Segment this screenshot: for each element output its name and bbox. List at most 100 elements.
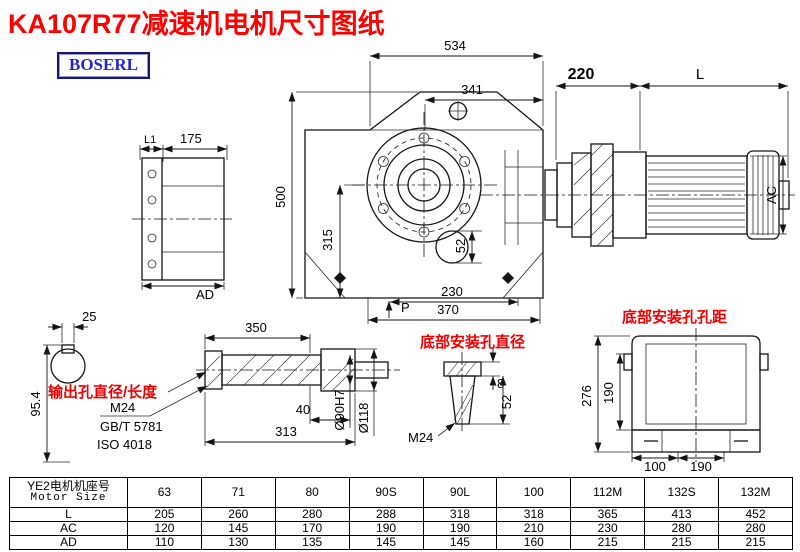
table-cell: 452 (718, 507, 793, 522)
table-cell: 318 (422, 507, 498, 522)
table-cell: 205 (127, 507, 202, 522)
dim-label: 52 (453, 239, 468, 253)
dim-220: 220 (555, 66, 641, 160)
dim-label: 350 (245, 320, 267, 335)
table-cell: 190 (348, 521, 424, 536)
thread-label: M24 (408, 430, 433, 445)
table-cell: 288 (348, 507, 424, 522)
dim-315: 315 (320, 184, 365, 298)
table-cell: 230 (570, 521, 646, 536)
output-bore-label: 输出孔直径/长度 (48, 383, 158, 401)
dim-label: L1 (144, 134, 156, 146)
table-cell: 210 (496, 521, 572, 536)
table-cell: 365 (570, 507, 646, 522)
table-header-row: YE2电机机座号 Motor Size 63 71 80 90S 90L 100… (9, 477, 793, 508)
table-cell: 145 (422, 535, 498, 550)
table-header-cn: YE2电机机座号 (27, 479, 110, 494)
table-cell: 280 (644, 521, 719, 536)
dim-label: 190 (690, 459, 712, 474)
table-cell: 260 (200, 507, 276, 522)
dim-label: 313 (275, 424, 297, 439)
section-mark-icon (502, 272, 514, 284)
table-cell: 215 (644, 535, 719, 550)
table-row-AD: AD 110 130 135 145 145 160 215 215 215 (9, 535, 793, 550)
row-label: AC (9, 521, 128, 536)
rear-view: 底部安装孔孔距 276 190 100 190 (579, 308, 769, 474)
standard-label: GB/T 5781 (100, 419, 163, 434)
fan-cover-slots (752, 155, 774, 235)
motor-cooling-fins (648, 162, 745, 228)
table-cell: 190 (422, 521, 498, 536)
dim-230: 230 (390, 284, 519, 306)
table-cell: 120 (127, 521, 202, 536)
brand-logo: BOSERL (57, 52, 150, 79)
dim-label: 315 (320, 229, 335, 251)
thread-label: M24 (110, 400, 135, 415)
table-size-col: 63 (127, 477, 202, 508)
dim-label: 175 (180, 131, 202, 146)
table-cell: 170 (274, 521, 350, 536)
table-cell: 110 (127, 535, 202, 550)
dim-label: 220 (568, 66, 595, 83)
dim-label: 370 (437, 302, 459, 317)
table-size-col: 90S (348, 477, 424, 508)
dim-label: AD (196, 287, 214, 302)
standard-label: ISO 4018 (97, 437, 152, 452)
page-title: KA107R77减速机电机尺寸图纸 (8, 9, 385, 39)
dim-label: Ø118 (356, 403, 371, 434)
table-cell: 215 (718, 535, 793, 550)
table-size-col: 80 (274, 477, 350, 508)
dim-label: 534 (444, 38, 466, 53)
dim-label: P (401, 300, 410, 315)
table-size-col: 132S (644, 477, 719, 508)
hole-spacing-label: 底部安装孔孔距 (622, 308, 727, 326)
output-shaft-drawing: 350 40 313 Ø90H7 Ø118 输出孔直径/长度 M24 GB/T … (48, 320, 400, 452)
dim-500: 500 (273, 91, 418, 299)
dim-AC: AC (750, 155, 787, 235)
table-cell: 145 (200, 521, 276, 536)
dim-label: 341 (461, 82, 483, 97)
dim-341: 341 (424, 82, 543, 130)
table-cell: 280 (274, 507, 350, 522)
table-cell: 280 (718, 521, 793, 536)
table-header-motor-size: YE2电机机座号 Motor Size (9, 477, 128, 508)
dim-label: L (696, 66, 704, 83)
table-size-col: 71 (200, 477, 276, 508)
table-cell: 130 (200, 535, 276, 550)
bottom-hole-label: 底部安装孔直径 (420, 333, 525, 351)
dim-label: 500 (273, 186, 288, 208)
table-size-col: 90L (422, 477, 498, 508)
row-label: L (9, 507, 128, 522)
table-header-en: Motor Size (30, 492, 107, 505)
dim-534: 534 (369, 38, 544, 126)
dim-52-inner: 52 (453, 230, 482, 264)
table-size-col: 100 (496, 477, 572, 508)
dim-label: 52 (499, 395, 514, 409)
dim-label: 25 (82, 309, 96, 324)
dim-label: 40 (296, 402, 310, 417)
row-label: AD (9, 535, 128, 550)
table-cell: 135 (274, 535, 350, 550)
table-cell: 318 (496, 507, 572, 522)
shaft-bore-section: 25 95.4 (28, 309, 96, 463)
dim-label: Ø90H7 (332, 389, 347, 430)
table-cell: 145 (348, 535, 424, 550)
dim-label: AC (764, 186, 779, 204)
table-size-col: 132M (718, 477, 793, 508)
table-size-col: 112M (570, 477, 646, 508)
motor-side-view (480, 143, 795, 247)
dim-label: 276 (579, 385, 594, 407)
table-row-AC: AC 120 145 170 190 190 210 230 280 280 (9, 521, 793, 536)
table-cell: 160 (496, 535, 572, 550)
dim-label: 230 (441, 284, 463, 299)
dim-370: 370 (367, 298, 541, 324)
motor-size-table: YE2电机机座号 Motor Size 63 71 80 90S 90L 100… (9, 477, 793, 550)
dim-label: 95.4 (28, 391, 43, 416)
dim-label: 190 (601, 382, 616, 404)
table-row-L: L 205 260 280 288 318 318 365 413 452 (9, 507, 793, 522)
output-flange-side-view: L1 175 AD (132, 131, 232, 302)
dim-L: L (640, 66, 789, 178)
bottom-mount-hole-detail: 底部安装孔直径 8 52 M24 (408, 333, 525, 445)
